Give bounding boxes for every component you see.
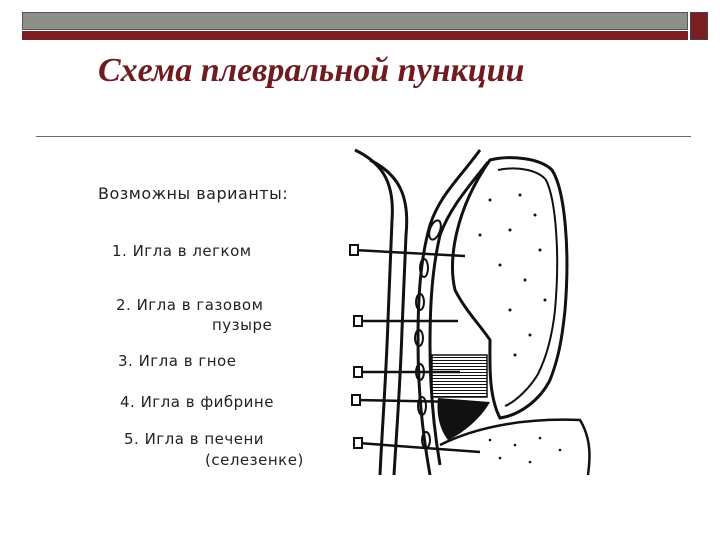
pus-region bbox=[431, 354, 488, 398]
lung-outline bbox=[451, 156, 569, 420]
title-divider bbox=[36, 136, 691, 137]
chest-wall-outer bbox=[354, 148, 394, 476]
needles bbox=[353, 248, 481, 454]
variant-2-label: 2. Игла в газовом bbox=[116, 296, 264, 314]
fibrin-region bbox=[437, 398, 490, 440]
variant-5-label-cont: (селезенке) bbox=[205, 451, 304, 469]
variant-3-label: 3. Игла в гное bbox=[118, 352, 237, 370]
needle-4 bbox=[355, 398, 463, 404]
variant-2-label-cont: пузыре bbox=[212, 316, 273, 334]
variant-1-label: 1. Игла в легком bbox=[112, 242, 252, 260]
header-bar-red bbox=[22, 31, 688, 40]
chest-wall-inner bbox=[369, 158, 409, 476]
lung-outline-inner bbox=[497, 167, 559, 407]
needle-5 bbox=[357, 441, 481, 454]
variant-4-label: 4. Игла в фибрине bbox=[120, 393, 274, 411]
variant-5-label: 5. Игла в печени bbox=[124, 430, 265, 448]
lung-texture bbox=[478, 193, 547, 357]
liver-outline bbox=[439, 418, 591, 476]
slide-title: Схема плевральной пункции bbox=[98, 52, 525, 89]
variants-heading: Возможны варианты: bbox=[98, 184, 289, 203]
needle-hubs bbox=[349, 244, 363, 449]
header-bar-gray bbox=[22, 12, 688, 30]
needle-1 bbox=[353, 248, 466, 258]
header-square bbox=[690, 12, 708, 40]
pleura-visceral bbox=[428, 161, 490, 466]
pleural-puncture-diagram bbox=[349, 148, 591, 476]
liver-texture bbox=[488, 436, 562, 464]
